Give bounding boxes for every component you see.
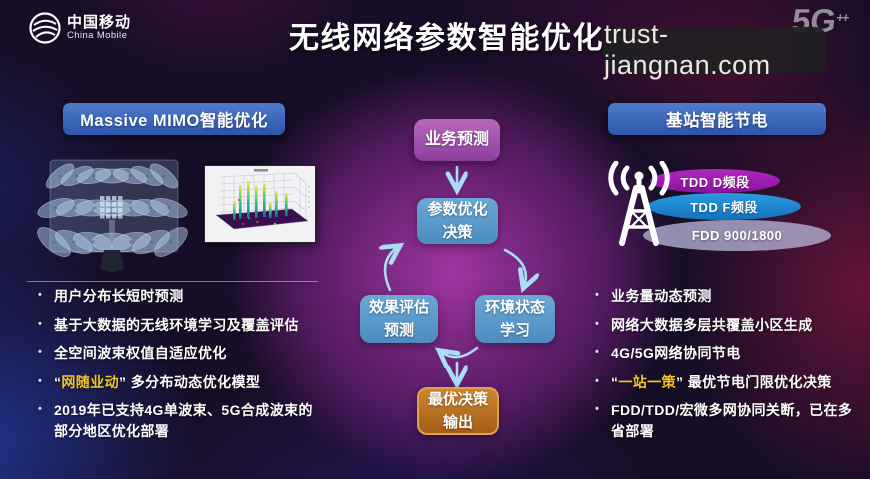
bullet-dot-icon: • (595, 403, 600, 415)
list-item: • 网络大数据多层共覆盖小区生成 (594, 315, 862, 336)
left-panel-divider (27, 281, 318, 282)
left-bullet-list: • 用户分布长短时预测 • 基于大数据的无线环境学习及覆盖评估 • 全空间波束权值自适… (37, 286, 325, 450)
logo-cn: 中国移动 (67, 14, 132, 31)
bullet-highlight-text: 一站一策 (618, 373, 677, 390)
bullet-text: ” 最优节电门限优化决策 (676, 373, 832, 390)
flow-node-env-learning: 环境状态 学习 (475, 295, 555, 343)
base-station-tower-icon (608, 161, 670, 246)
list-item: • 全空间波束权值自适应优化 (37, 343, 325, 364)
flow-node-business-forecast: 业务预测 (414, 119, 500, 161)
list-item: • 4G/5G网络协同节电 (594, 343, 862, 364)
bullet-text: “ (54, 373, 62, 390)
china-mobile-logo-icon (29, 12, 61, 44)
bullet-text: ” 多分布动态优化模型 (119, 373, 261, 390)
bullet-text: 全空间波束权值自适应优化 (54, 345, 227, 361)
bullet-text: 2019年已支持4G单波束、5G合成波束的部分地区优化部署 (54, 402, 313, 439)
beam-3d-chart-image (204, 165, 316, 243)
list-item: • 用户分布长短时预测 (37, 286, 325, 307)
bullet-text: 业务量动态预测 (611, 288, 712, 304)
band-tdd-f: TDD F频段 (647, 193, 801, 220)
list-item: • 2019年已支持4G单波束、5G合成波束的部分地区优化部署 (37, 400, 325, 442)
logo-text: 中国移动 China Mobile (67, 15, 131, 41)
watermark-badge: trust-jiangnan.com (604, 19, 826, 80)
list-item: • “网随业动” 多分布动态优化模型 (37, 372, 325, 393)
logo-en: China Mobile (67, 29, 128, 41)
bullet-dot-icon: • (38, 374, 43, 387)
bullet-text: 基于大数据的无线环境学习及覆盖评估 (54, 316, 299, 333)
band-tdd-d: TDD D频段 (650, 169, 780, 193)
bullet-highlight-text: 网随业动 (61, 373, 120, 390)
bullet-text: FDD/TDD/宏微多网协同关断，已在多省部署 (611, 402, 853, 439)
bullet-text: 4G/5G网络协同节电 (611, 345, 741, 361)
bullet-dot-icon: • (595, 374, 600, 387)
list-item: • 业务量动态预测 (594, 286, 862, 307)
flow-node-param-decision: 参数优化 决策 (417, 198, 498, 244)
list-item: • FDD/TDD/宏微多网协同关断，已在多省部署 (594, 400, 862, 442)
bullet-dot-icon: • (595, 317, 600, 330)
bullet-dot-icon: • (38, 346, 43, 358)
left-panel-title: Massive MIMO智能优化 (63, 103, 285, 135)
bullet-text: 用户分布长短时预测 (54, 288, 184, 304)
bullet-dot-icon: • (595, 289, 600, 301)
list-item: • “一站一策” 最优节电门限优化决策 (594, 372, 862, 393)
band-fdd: FDD 900/1800 (643, 220, 831, 251)
right-bullet-list: • 业务量动态预测 • 网络大数据多层共覆盖小区生成 • 4G/5G网络协同节电 • “… (594, 286, 862, 450)
bullet-dot-icon: • (595, 346, 600, 358)
flow-node-effect-eval: 效果评估 预测 (360, 295, 438, 343)
bullet-dot-icon: • (38, 403, 43, 415)
massive-mimo-antenna-array-image (37, 159, 188, 272)
right-panel-title: 基站智能节电 (608, 103, 826, 135)
5g-logo-plus: ++ (835, 9, 849, 25)
bullet-dot-icon: • (38, 317, 43, 330)
bullet-text: “ (611, 373, 619, 390)
flow-node-optimal-output: 最优决策 输出 (417, 387, 499, 435)
bullet-text: 网络大数据多层共覆盖小区生成 (611, 316, 813, 333)
list-item: • 基于大数据的无线环境学习及覆盖评估 (37, 315, 325, 336)
bullet-dot-icon: • (38, 289, 43, 301)
page-title: 无线网络参数智能优化 (289, 22, 604, 55)
